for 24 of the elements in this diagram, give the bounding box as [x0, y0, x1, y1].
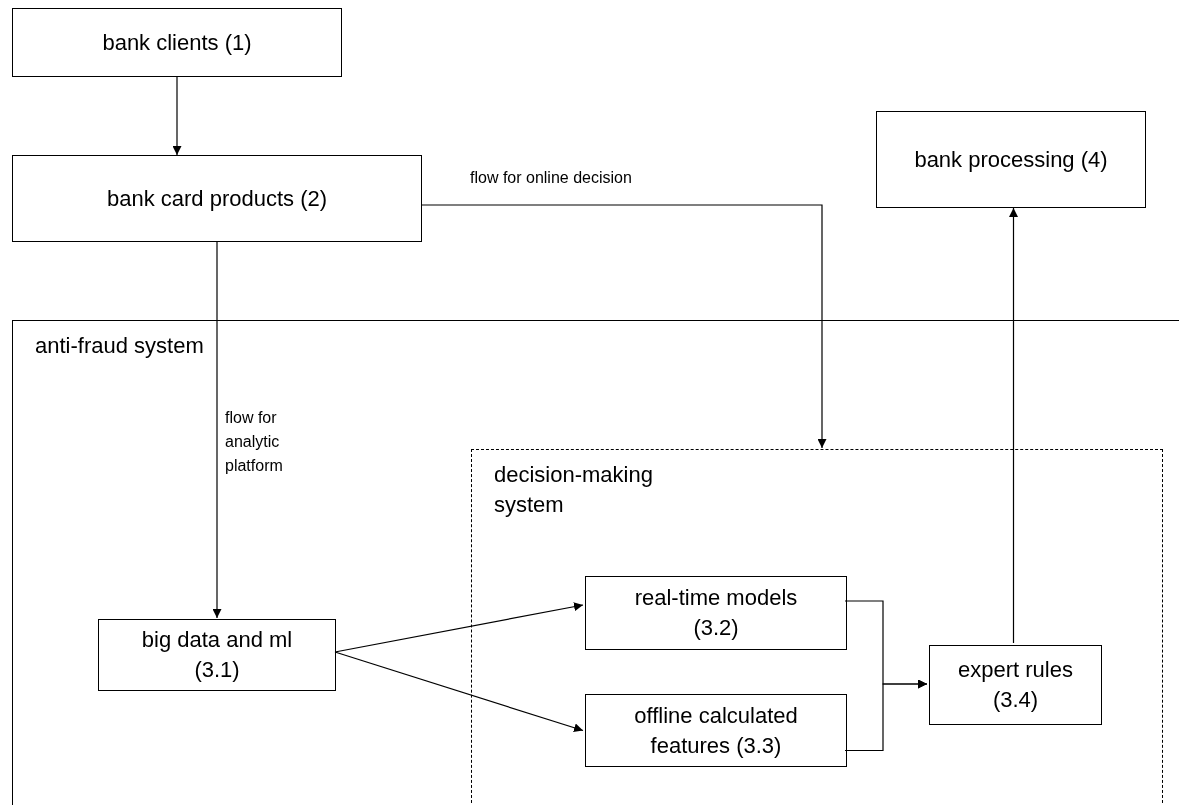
box-label: bank clients (1) [102, 28, 252, 57]
process-box [585, 694, 847, 767]
box-label: bank card products (2) [106, 184, 328, 213]
arrow [844, 679, 928, 752]
arrow [334, 602, 584, 653]
box-label: expert rules (3.4) [957, 656, 1074, 714]
arrow [172, 76, 182, 156]
box-label: big data and ml (3.1) [140, 626, 294, 684]
process-box [12, 8, 342, 77]
arrow [212, 241, 222, 619]
arrow [421, 204, 827, 449]
process-box [98, 619, 336, 691]
process-box [585, 576, 847, 650]
arrow [334, 651, 584, 733]
dashed-group-box [471, 449, 1163, 805]
box-label: bank processing (4) [914, 145, 1108, 174]
group-title: decision-making system [494, 461, 654, 519]
box-label: real-time models (3.2) [633, 584, 799, 642]
box-label: offline calculated features (3.3) [633, 701, 799, 760]
process-box [929, 645, 1102, 725]
process-box [876, 111, 1146, 208]
process-box [12, 155, 422, 242]
arrow [1009, 207, 1018, 644]
group-title: anti-fraud system [35, 332, 205, 360]
